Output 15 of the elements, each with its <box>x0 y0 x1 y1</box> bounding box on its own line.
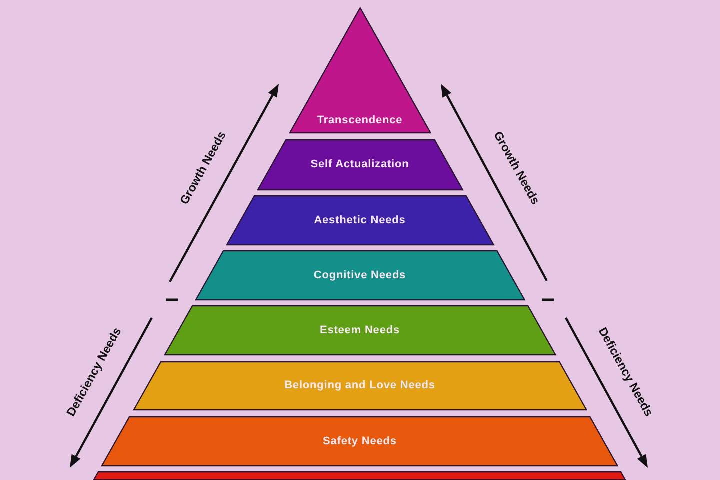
pyramid-level <box>226 196 494 245</box>
pyramid-level <box>134 362 586 410</box>
level-label: Cognitive Needs <box>314 269 406 282</box>
level-label: Aesthetic Needs <box>314 214 406 227</box>
pyramid-level <box>94 472 626 480</box>
pyramid-level <box>102 417 618 466</box>
level-label: Esteem Needs <box>320 324 400 337</box>
level-label: Transcendence <box>317 114 403 128</box>
pyramid-level <box>164 306 556 355</box>
level-label: Self Actualization <box>310 158 410 172</box>
pyramid-level <box>290 8 430 133</box>
level-label: Safety Needs <box>323 435 397 448</box>
pyramid-level <box>196 251 524 300</box>
level-label: Belonging and Love Needs <box>284 380 436 392</box>
pyramid-level <box>258 140 462 190</box>
